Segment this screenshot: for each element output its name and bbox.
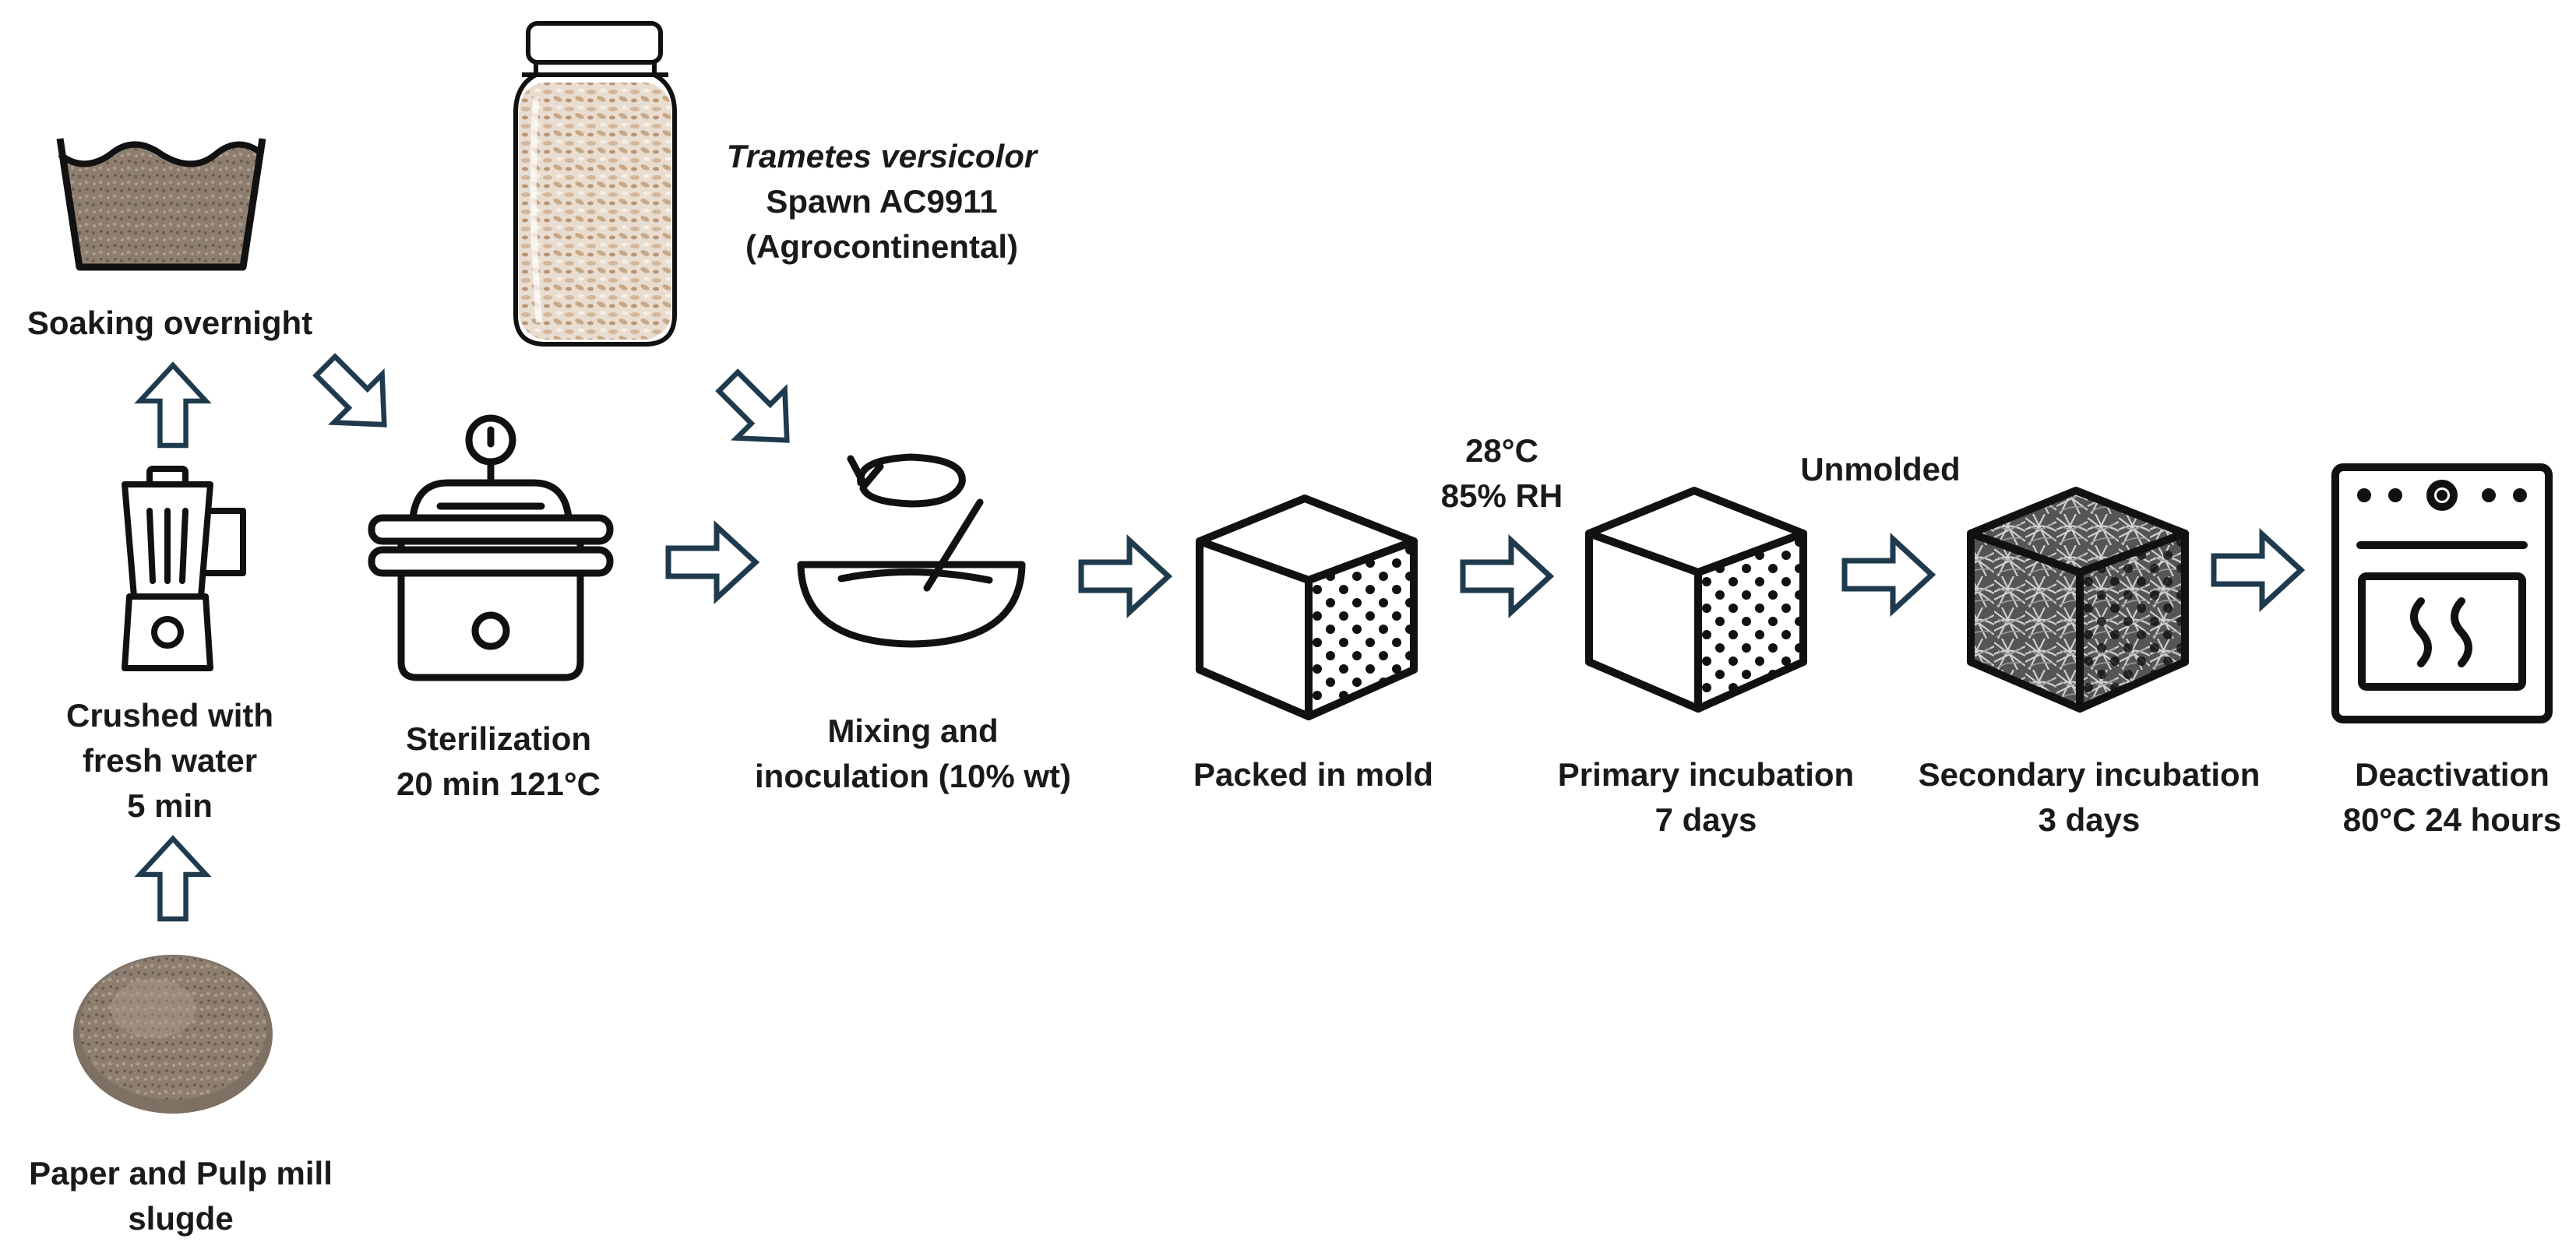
oven-icon [2331, 463, 2553, 723]
arrow-secondary-oven [2214, 570, 2215, 571]
autoclave-icon [368, 414, 614, 681]
packed-cube-icon [1196, 495, 1418, 720]
sludge-pile-icon [73, 955, 273, 1114]
packed-label: Packed in mold [1193, 756, 1434, 793]
mixing-bowl-icon [797, 453, 1026, 648]
arrow-up-soak [173, 358, 174, 359]
arrow-steril-mix [668, 562, 669, 563]
blender-icon [122, 466, 246, 671]
water-tub-icon [56, 138, 266, 271]
incubation-cube-icon [1585, 487, 1807, 713]
mycelium-cube-icon [1967, 487, 2189, 713]
unmolded-label: Unmolded [1800, 451, 1961, 487]
soaking-label: Soaking overnight [26, 304, 313, 341]
spawn-label: Trametes versicolor Spawn AC9911 (Agroco… [726, 138, 1038, 265]
arrow-pack-primary [1463, 576, 1464, 577]
arrow-mix-pack [1081, 576, 1082, 577]
spawn-jar-icon [513, 21, 677, 347]
